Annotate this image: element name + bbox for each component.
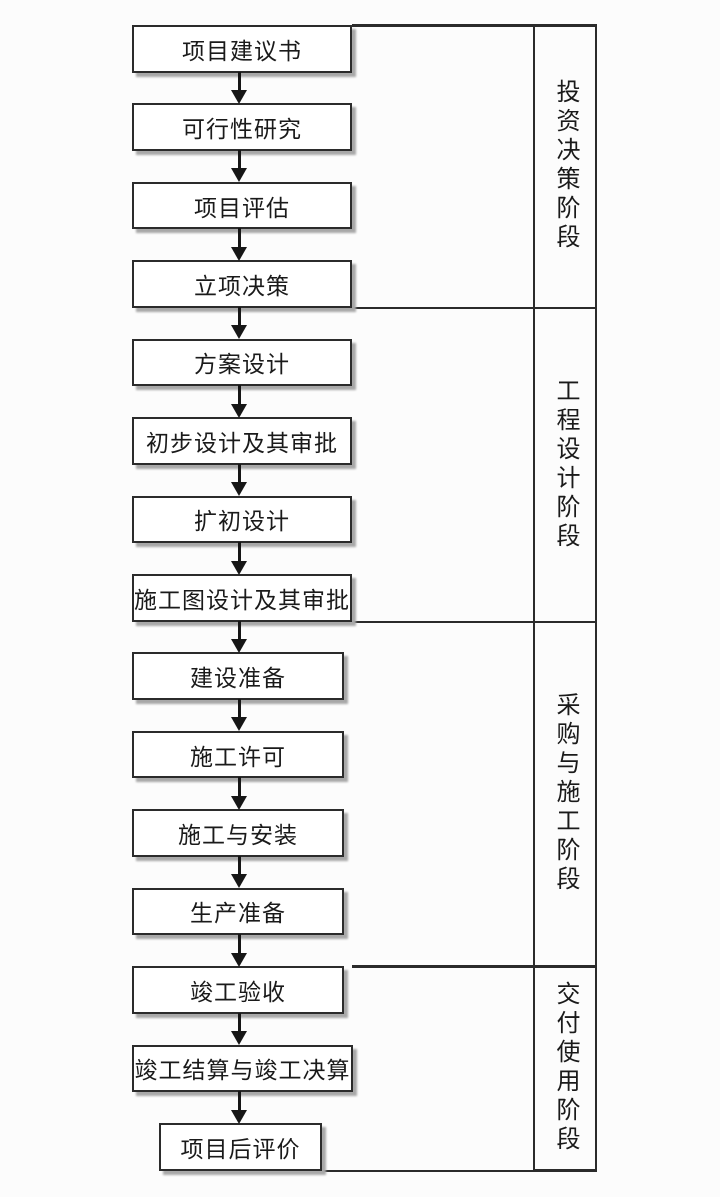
flow-box-1: 项目建议书 bbox=[132, 25, 352, 73]
flow-box-label: 扩初设计 bbox=[194, 509, 290, 535]
flow-box-13: 竣工验收 bbox=[132, 966, 344, 1014]
phase-label-text: 工程设计阶段 bbox=[552, 377, 578, 552]
down-arrow-icon bbox=[231, 168, 247, 183]
down-arrow-icon bbox=[231, 1031, 247, 1046]
flow-box-label: 项目评估 bbox=[194, 195, 290, 221]
phase-label-2: 工程设计阶段 bbox=[533, 308, 597, 622]
flow-box-label: 方案设计 bbox=[194, 352, 290, 378]
flow-box-11: 施工与安装 bbox=[132, 809, 344, 857]
flow-arrow-shaft bbox=[237, 1012, 241, 1032]
down-arrow-icon bbox=[231, 952, 247, 967]
flow-arrow-shaft bbox=[237, 71, 241, 91]
flow-arrow-shaft bbox=[237, 306, 241, 326]
down-arrow-icon bbox=[231, 482, 247, 497]
phase-label-text: 投资决策阶段 bbox=[552, 79, 578, 254]
flow-arrow-shaft bbox=[237, 855, 241, 875]
flow-box-3: 项目评估 bbox=[132, 181, 352, 230]
phase-divider-line bbox=[533, 965, 597, 968]
flow-box-label: 生产准备 bbox=[190, 901, 286, 927]
flow-box-5: 方案设计 bbox=[132, 338, 352, 387]
down-arrow-icon bbox=[231, 246, 247, 261]
flow-arrow-shaft bbox=[237, 777, 241, 797]
flow-box-label: 施工图设计及其审批 bbox=[134, 587, 350, 613]
flow-box-label: 建设准备 bbox=[190, 666, 286, 692]
flow-box-label: 施工与安装 bbox=[178, 823, 298, 849]
flow-arrow-shaft bbox=[237, 1091, 241, 1110]
top-connector-line bbox=[352, 24, 597, 27]
flow-box-10: 施工许可 bbox=[132, 730, 344, 779]
phase-label-text: 交付使用阶段 bbox=[552, 981, 578, 1156]
flow-box-label: 项目建议书 bbox=[182, 38, 302, 64]
flow-arrow-shaft bbox=[237, 463, 241, 483]
phase-label-4: 交付使用阶段 bbox=[533, 966, 597, 1170]
phase-column bbox=[533, 25, 597, 1171]
section-divider-line bbox=[352, 306, 597, 310]
flow-box-6: 初步设计及其审批 bbox=[132, 417, 352, 465]
bottom-connector-line bbox=[322, 1169, 597, 1173]
flow-box-label: 竣工结算与竣工决算 bbox=[134, 1058, 351, 1084]
phase-label-3: 采购与施工阶段 bbox=[533, 622, 597, 967]
flow-arrow-shaft bbox=[237, 149, 241, 169]
down-arrow-icon bbox=[231, 717, 247, 732]
flow-box-12: 生产准备 bbox=[132, 887, 344, 936]
phase-label-text: 采购与施工阶段 bbox=[552, 692, 578, 896]
flow-box-label: 初步设计及其审批 bbox=[146, 430, 338, 456]
down-arrow-icon bbox=[231, 403, 247, 418]
down-arrow-icon bbox=[231, 874, 247, 889]
flow-box-label: 项目后评价 bbox=[180, 1136, 301, 1162]
phase-label-1: 投资决策阶段 bbox=[533, 25, 597, 308]
flow-box-8: 施工图设计及其审批 bbox=[132, 574, 352, 622]
flow-box-label: 立项决策 bbox=[194, 274, 290, 300]
section-divider-line bbox=[352, 965, 597, 968]
flow-box-label: 可行性研究 bbox=[182, 117, 302, 143]
flow-box-4: 立项决策 bbox=[132, 260, 352, 308]
flow-box-14: 竣工结算与竣工决算 bbox=[132, 1044, 353, 1093]
phase-divider-line bbox=[533, 620, 597, 623]
flow-box-9: 建设准备 bbox=[132, 652, 344, 700]
flow-arrow-shaft bbox=[237, 385, 241, 405]
flow-box-2: 可行性研究 bbox=[132, 103, 352, 151]
down-arrow-icon bbox=[231, 325, 247, 340]
flow-arrow-shaft bbox=[237, 228, 241, 248]
flow-arrow-shaft bbox=[237, 698, 241, 718]
flow-box-15: 项目后评价 bbox=[159, 1123, 322, 1171]
flow-box-7: 扩初设计 bbox=[132, 495, 352, 544]
flow-arrow-shaft bbox=[237, 620, 241, 640]
section-divider-line bbox=[352, 620, 597, 623]
down-arrow-icon bbox=[231, 638, 247, 653]
down-arrow-icon bbox=[231, 795, 247, 810]
down-arrow-icon bbox=[231, 89, 247, 104]
flow-arrow-shaft bbox=[237, 542, 241, 561]
flow-arrow-shaft bbox=[237, 934, 241, 954]
down-arrow-icon bbox=[231, 560, 247, 575]
flow-box-label: 竣工验收 bbox=[190, 979, 286, 1005]
down-arrow-icon bbox=[231, 1109, 247, 1124]
flow-box-label: 施工许可 bbox=[190, 744, 286, 770]
phase-divider-line bbox=[533, 306, 597, 310]
